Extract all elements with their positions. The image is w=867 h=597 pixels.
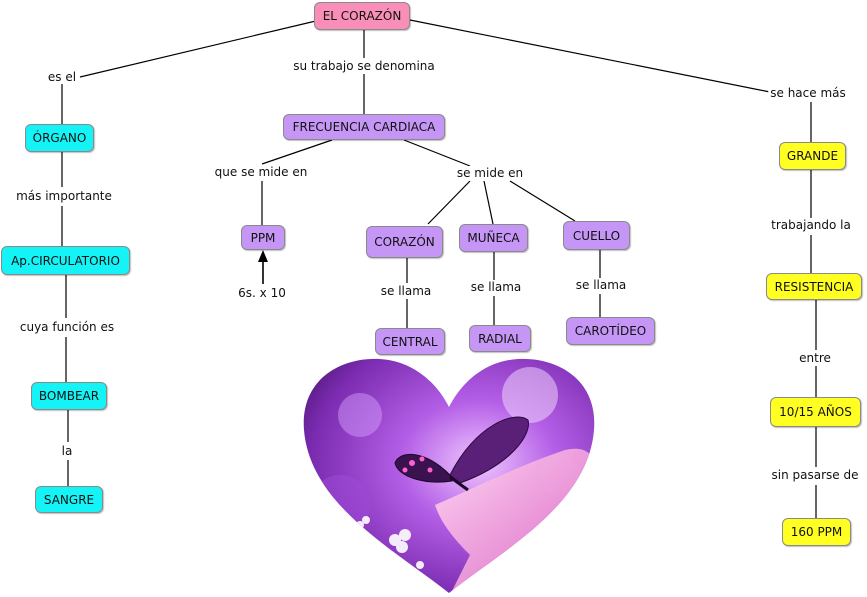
link-cuya-funcion: cuya función es bbox=[17, 320, 117, 334]
node-frecuencia-cardiaca[interactable]: FRECUENCIA CARDIACA bbox=[283, 114, 445, 140]
node-ap-circulatorio[interactable]: Ap.CIRCULATORIO bbox=[1, 246, 130, 275]
node-muneca[interactable]: MUÑECA bbox=[459, 224, 528, 252]
node-corazon[interactable]: CORAZÓN bbox=[366, 226, 443, 258]
node-central[interactable]: CENTRAL bbox=[375, 328, 445, 355]
heart-butterfly-image bbox=[303, 358, 595, 593]
flower-icon bbox=[356, 516, 424, 569]
butterfly-icon bbox=[394, 416, 529, 492]
link-se-mide: se mide en bbox=[454, 166, 526, 180]
link-sin-pasarse: sin pasarse de bbox=[769, 468, 861, 482]
link-se-llama-muneca: se llama bbox=[468, 280, 524, 294]
link-que-se-mide: que se mide en bbox=[212, 165, 310, 179]
arrowhead bbox=[258, 250, 268, 262]
node-carotideo[interactable]: CAROTÍDEO bbox=[566, 317, 655, 345]
node-organo[interactable]: ÓRGANO bbox=[25, 124, 94, 152]
node-cuello[interactable]: CUELLO bbox=[563, 221, 630, 250]
link-mas-importante: más importante bbox=[14, 189, 114, 203]
node-bombear[interactable]: BOMBEAR bbox=[31, 382, 107, 410]
link-se-llama-cuello: se llama bbox=[573, 278, 629, 292]
node-resistencia[interactable]: RESISTENCIA bbox=[766, 273, 862, 300]
link-se-hace-mas: se hace más bbox=[768, 86, 848, 100]
node-10-15-anos[interactable]: 10/15 AÑOS bbox=[770, 397, 861, 427]
link-seis-segundos: 6s. x 10 bbox=[236, 286, 288, 300]
node-radial[interactable]: RADIAL bbox=[469, 325, 531, 352]
node-el-corazon[interactable]: EL CORAZÓN bbox=[314, 2, 410, 30]
node-grande[interactable]: GRANDE bbox=[779, 142, 846, 170]
link-entre: entre bbox=[797, 351, 833, 365]
link-su-trabajo: su trabajo se denomina bbox=[291, 59, 437, 73]
link-la: la bbox=[59, 444, 75, 458]
node-160-ppm[interactable]: 160 PPM bbox=[782, 518, 851, 546]
node-sangre[interactable]: SANGRE bbox=[35, 486, 103, 513]
link-es-el: es el bbox=[45, 70, 79, 84]
node-ppm[interactable]: PPM bbox=[241, 225, 285, 250]
link-trabajando-la: trabajando la bbox=[769, 218, 853, 232]
link-se-llama-corazon: se llama bbox=[378, 284, 434, 298]
